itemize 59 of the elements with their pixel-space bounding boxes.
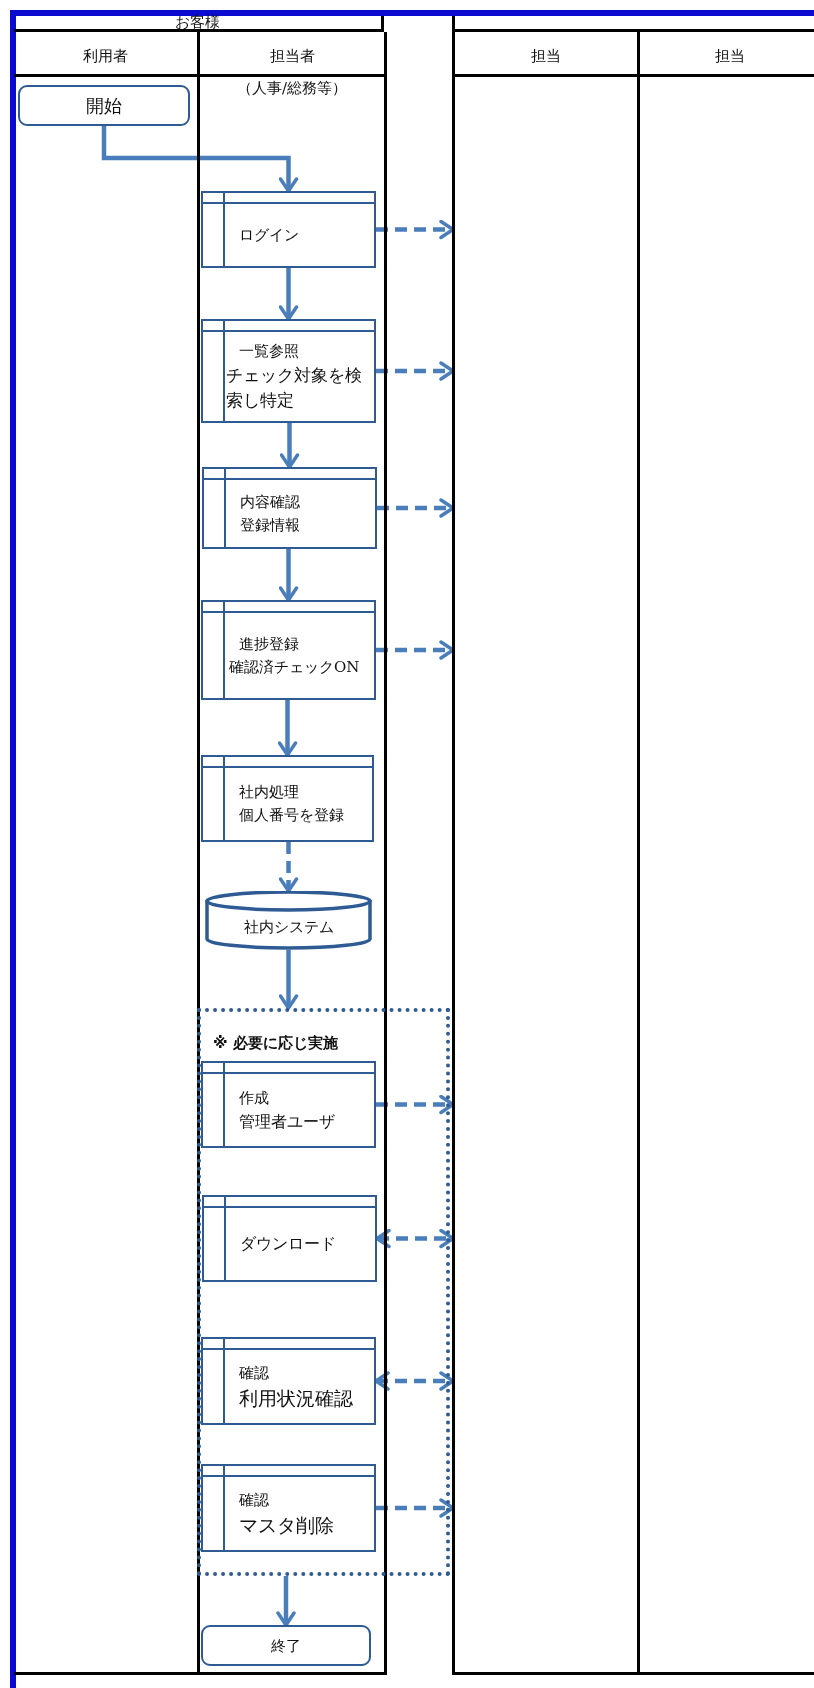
step-title: ログイン: [238, 224, 299, 246]
lane-group-title: お客様: [174, 13, 221, 31]
lane-header: 担当: [714, 46, 746, 66]
arrow: [278, 842, 299, 893]
process-box: [201, 1337, 376, 1425]
arrow: [376, 219, 455, 240]
step-title: 確認: [238, 1489, 269, 1511]
arrow: [277, 700, 298, 757]
step-detail: 利用状況確認: [238, 1385, 353, 1411]
lane-header: 担当: [530, 46, 562, 66]
lane-header-band: [452, 16, 814, 32]
process-box: [201, 191, 376, 268]
arrow: [376, 640, 455, 660]
database-cylinder: [205, 891, 372, 950]
step-title: 内容確認: [239, 491, 300, 513]
group-note: ※ 必要に応じ実施: [213, 1033, 338, 1053]
arrow: [375, 1228, 455, 1249]
cylinder-label: 社内システム: [242, 917, 335, 937]
swimlane: [14, 32, 200, 1675]
arrow: [278, 549, 299, 602]
process-box: [202, 1195, 377, 1282]
arrow: [376, 361, 455, 381]
swimlane: [452, 32, 640, 1675]
process-box: [202, 467, 377, 549]
optional-group-frame: [197, 1008, 450, 1576]
terminal-box: [18, 85, 190, 126]
step-title: 一覧参照: [238, 341, 299, 362]
process-box: [201, 1464, 376, 1552]
arrow: [278, 268, 299, 321]
arrow: [276, 1576, 296, 1627]
arrow: [374, 1371, 455, 1391]
terminal-box: [201, 1625, 371, 1666]
step-detail: 登録情報: [239, 514, 300, 536]
lane-header-band: [14, 16, 384, 32]
step-title: 作成: [238, 1087, 269, 1109]
process-box: [201, 1061, 376, 1148]
step-detail: 個人番号を登録: [238, 805, 344, 826]
step-detail: 管理者ユーザ: [238, 1110, 335, 1133]
arrow: [377, 498, 455, 518]
step-detail: 確認済チェックON: [228, 656, 360, 678]
process-box: [201, 755, 374, 842]
step-detail: チェック対象を検索し特定: [225, 364, 363, 412]
step-detail: マスタ削除: [238, 1512, 334, 1538]
lane-note: （人事/総務等）: [235, 78, 349, 98]
arrow: [279, 423, 300, 469]
step-title: 確認: [238, 1362, 269, 1384]
step-title: 進捗登録: [238, 633, 299, 655]
arrow: [101, 126, 299, 193]
step-title: 社内処理: [238, 782, 299, 803]
arrow: [376, 1498, 455, 1518]
process-box: [201, 319, 376, 423]
step-title: ダウンロード: [239, 1233, 336, 1255]
lane-header: 担当者: [268, 46, 316, 66]
arrow: [278, 950, 299, 1010]
arrow: [376, 1094, 455, 1115]
terminal-label: 終了: [270, 1635, 302, 1657]
process-box: [201, 600, 376, 700]
terminal-label: 開始: [85, 94, 123, 117]
lane-header: 利用者: [82, 46, 129, 66]
